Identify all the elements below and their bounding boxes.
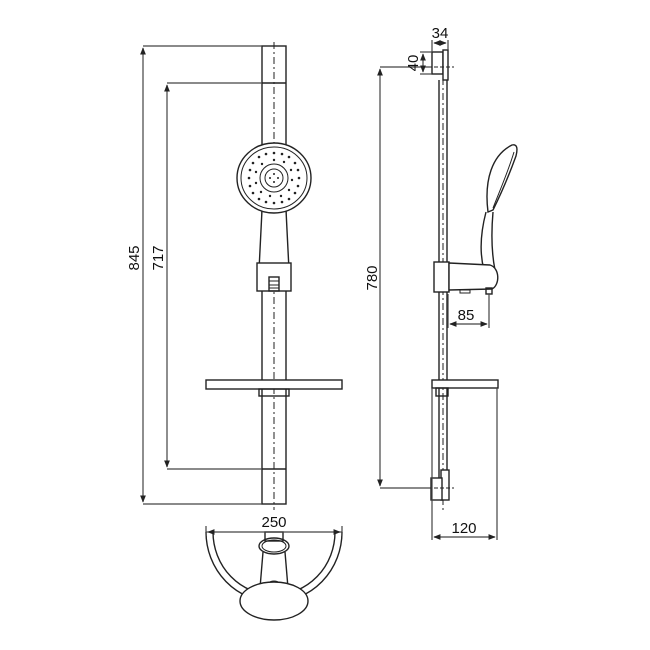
shower-holder bbox=[256, 262, 292, 292]
dimension-845: 845 bbox=[126, 45, 262, 505]
dim-250-label: 250 bbox=[261, 514, 286, 531]
dim-845-label: 845 bbox=[126, 245, 143, 270]
dim-40-label: 40 bbox=[405, 55, 422, 72]
soap-dish-side bbox=[431, 379, 499, 397]
spray-nozzles-icon bbox=[247, 151, 301, 205]
dim-717-label: 717 bbox=[150, 245, 167, 270]
dimension-120: 120 bbox=[431, 388, 498, 540]
dimension-34: 34 bbox=[431, 25, 449, 52]
side-view: 780 34 40 85 120 bbox=[364, 25, 518, 540]
dimension-717: 717 bbox=[150, 82, 262, 470]
front-view: 845 717 bbox=[126, 42, 343, 510]
top-view: 250 bbox=[205, 514, 343, 621]
dim-85-label: 85 bbox=[458, 307, 475, 324]
dimension-780: 780 bbox=[364, 66, 430, 489]
side-rail bbox=[422, 49, 454, 512]
soap-dish-front bbox=[205, 379, 343, 397]
holder-side bbox=[433, 261, 499, 295]
dimension-250: 250 bbox=[205, 514, 343, 536]
dim-120-label: 120 bbox=[451, 520, 476, 537]
dimension-85: 85 bbox=[447, 294, 490, 328]
dimension-40: 40 bbox=[405, 51, 432, 75]
hand-shower-side bbox=[480, 144, 518, 271]
dim-780-label: 780 bbox=[364, 265, 381, 290]
dim-34-label: 34 bbox=[432, 25, 449, 42]
